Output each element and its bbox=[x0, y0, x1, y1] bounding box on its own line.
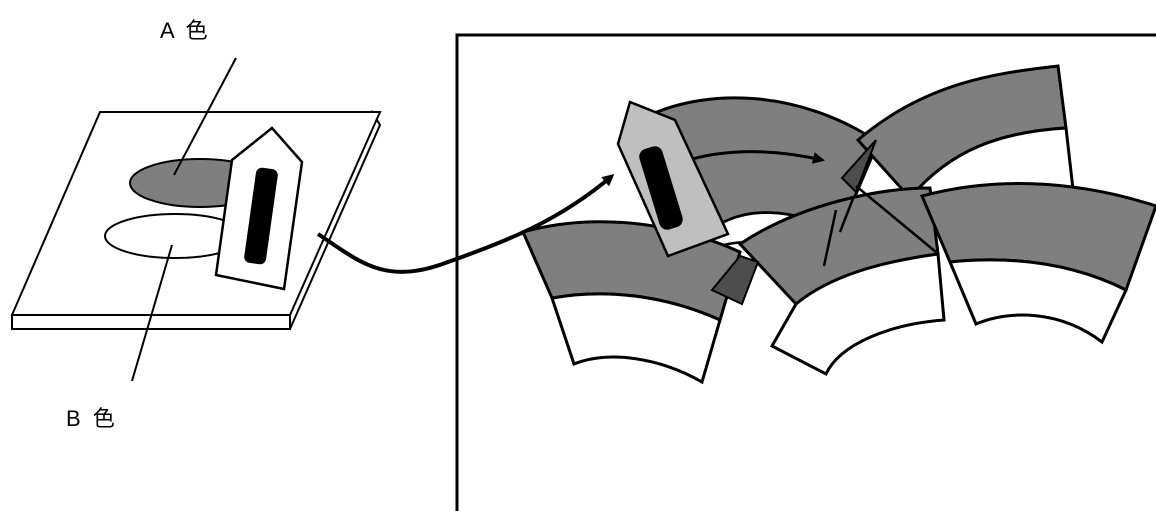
transfer-arrow bbox=[316, 174, 615, 274]
stamp-on-pad bbox=[214, 126, 304, 291]
paper-sheet bbox=[455, 33, 1156, 511]
label-color-b: B 色 bbox=[66, 406, 118, 431]
printed-pattern bbox=[520, 64, 1156, 385]
overlap-dark-1 bbox=[840, 139, 877, 194]
leader-line-color-a bbox=[173, 57, 237, 176]
ink-pad-group: A 色 B 色 bbox=[10, 18, 382, 431]
overlap-dark-2 bbox=[710, 254, 760, 306]
stamp-on-paper bbox=[616, 100, 730, 258]
ink-pad-top bbox=[10, 111, 382, 316]
leader-line-color-b bbox=[131, 244, 173, 382]
label-color-a: A 色 bbox=[160, 18, 211, 43]
